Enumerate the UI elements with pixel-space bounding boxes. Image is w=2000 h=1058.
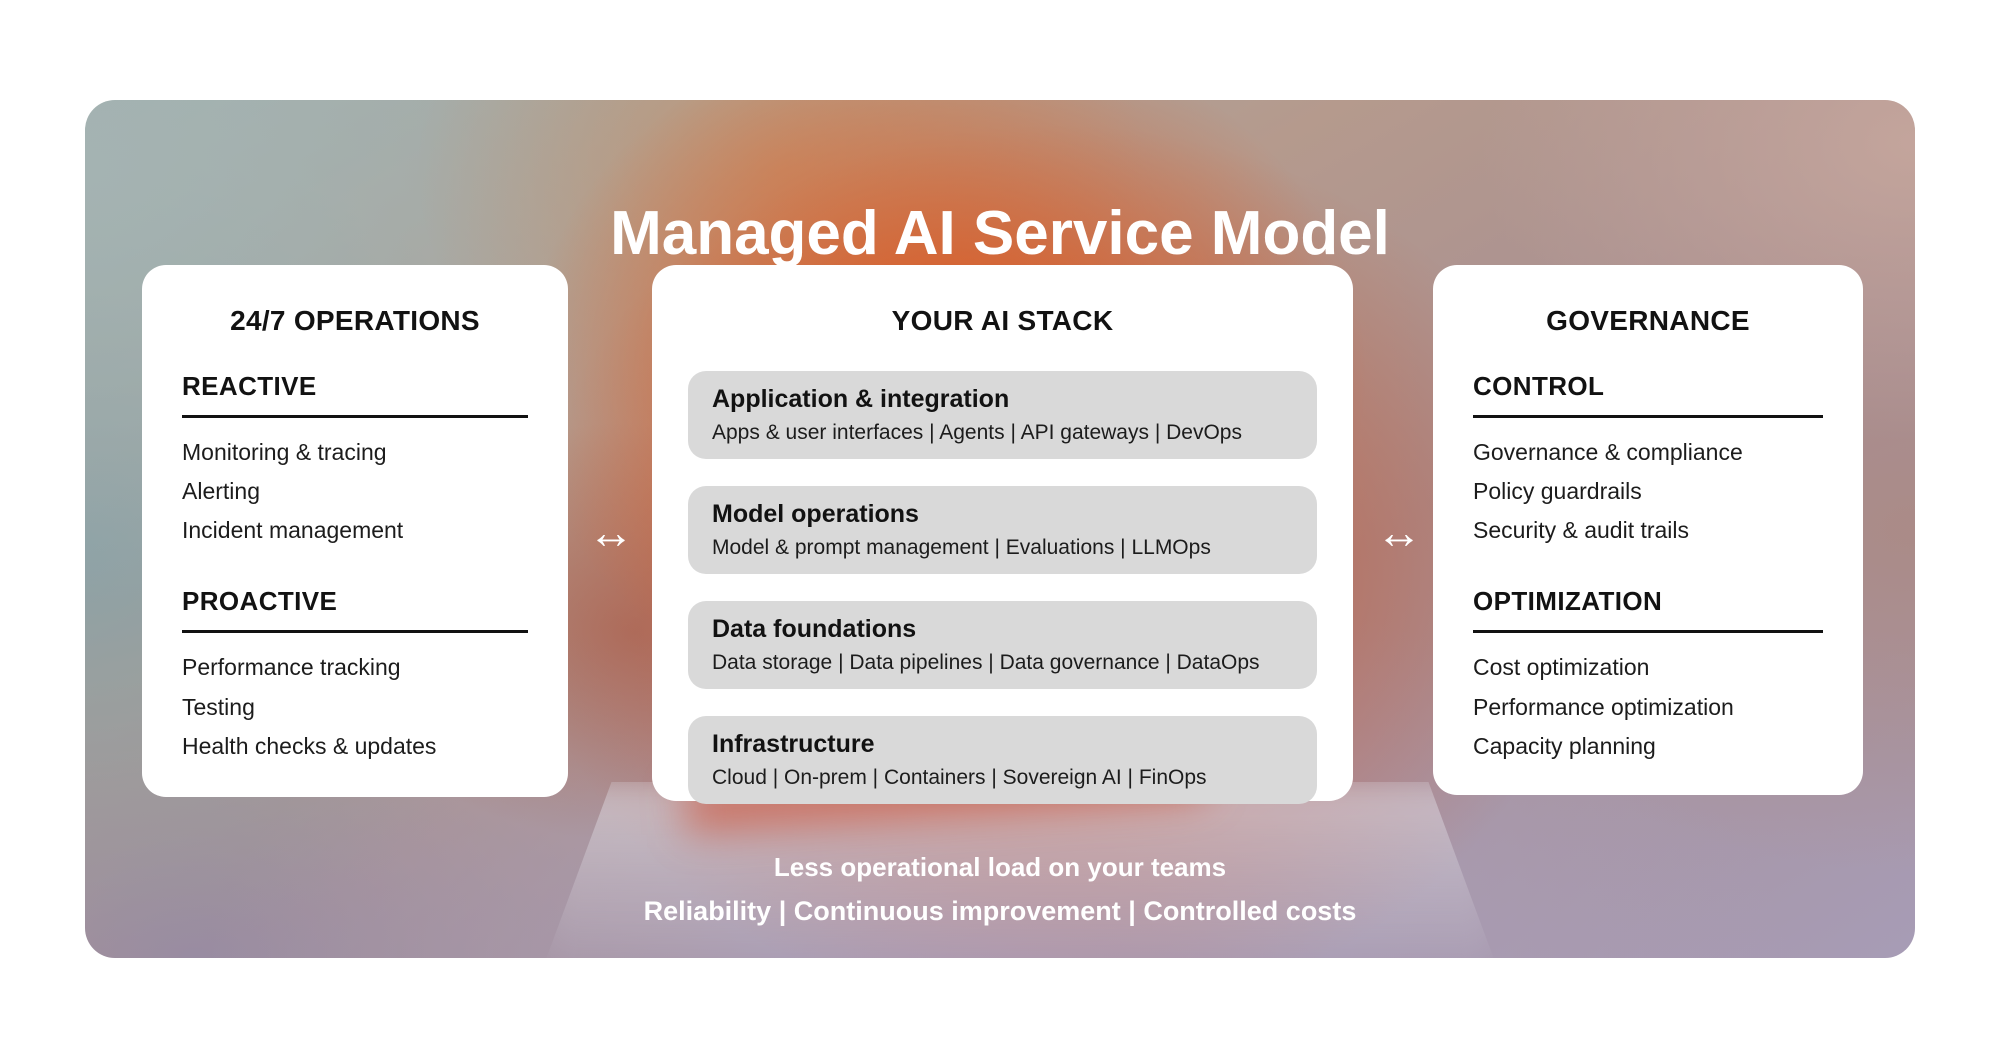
stack-layer-data: Data foundations Data storage | Data pip… bbox=[688, 601, 1317, 689]
governance-card-title: GOVERNANCE bbox=[1546, 305, 1750, 336]
list-item: Governance & compliance bbox=[1473, 439, 1743, 465]
page-title: Managed AI Service Model bbox=[610, 199, 1390, 268]
operations-card: 24/7 OPERATIONS REACTIVE Monitoring & tr… bbox=[142, 265, 568, 797]
control-heading: CONTROL bbox=[1473, 371, 1823, 418]
list-item: Security & audit trails bbox=[1473, 517, 1690, 544]
governance-card: GOVERNANCE CONTROL Governance & complian… bbox=[1433, 265, 1863, 795]
stack-layer-detail: Cloud | On-prem | Containers | Sovereign… bbox=[712, 766, 1207, 789]
list-item: Monitoring & tracing bbox=[182, 439, 387, 465]
list-item: Policy guardrails bbox=[1473, 478, 1642, 505]
list-item: Incident management bbox=[182, 517, 404, 544]
footer-line-2: Reliability | Continuous improvement | C… bbox=[643, 896, 1357, 926]
control-section: CONTROL Governance & compliance Policy g… bbox=[1473, 371, 1823, 542]
stack-layer-model-ops: Model operations Model & prompt manageme… bbox=[688, 486, 1317, 574]
stack-layer-detail: Apps & user interfaces | Agents | API ga… bbox=[712, 421, 1242, 444]
optimization-heading: OPTIMIZATION bbox=[1473, 586, 1823, 634]
reactive-section: REACTIVE Monitoring & tracing Alerting I… bbox=[182, 371, 528, 542]
reactive-heading: REACTIVE bbox=[182, 371, 528, 418]
list-item: Health checks & updates bbox=[182, 732, 437, 759]
footer-benefits: Less operational load on your teams Reli… bbox=[85, 852, 1915, 927]
stack-layer-detail: Model & prompt management | Evaluations … bbox=[712, 536, 1211, 559]
ai-stack-card: YOUR AI STACK Application & integration … bbox=[652, 265, 1353, 804]
list-item: Capacity planning bbox=[1473, 732, 1656, 759]
stack-layer-infrastructure: Infrastructure Cloud | On-prem | Contain… bbox=[688, 716, 1317, 804]
optimization-section: OPTIMIZATION Cost optimization Performan… bbox=[1473, 586, 1823, 759]
list-item: Performance tracking bbox=[182, 654, 401, 681]
ai-stack-card-title: YOUR AI STACK bbox=[891, 305, 1114, 336]
stack-layer-heading: Application & integration bbox=[712, 385, 1010, 413]
list-item: Cost optimization bbox=[1473, 654, 1650, 681]
list-item: Testing bbox=[182, 693, 255, 720]
stack-layer-detail: Data storage | Data pipelines | Data gov… bbox=[712, 651, 1260, 674]
list-item: Performance optimization bbox=[1473, 693, 1734, 720]
stack-layer-heading: Model operations bbox=[712, 500, 919, 528]
proactive-section: PROACTIVE Performance tracking Testing H… bbox=[182, 586, 528, 759]
proactive-heading: PROACTIVE bbox=[182, 586, 528, 634]
operations-card-title: 24/7 OPERATIONS bbox=[230, 305, 480, 336]
stack-layer-application: Application & integration Apps & user in… bbox=[688, 371, 1317, 459]
gradient-background-panel: Managed AI Service Model 24/7 OPERATIONS… bbox=[85, 100, 1915, 958]
list-item: Alerting bbox=[182, 478, 260, 505]
bidirectional-arrow-icon: ↔ bbox=[588, 506, 634, 558]
footer-line-1: Less operational load on your teams bbox=[773, 852, 1227, 882]
stack-layer-heading: Infrastructure bbox=[712, 730, 875, 758]
bidirectional-arrow-icon: ↔ bbox=[1376, 506, 1422, 558]
stack-layer-heading: Data foundations bbox=[712, 615, 917, 643]
